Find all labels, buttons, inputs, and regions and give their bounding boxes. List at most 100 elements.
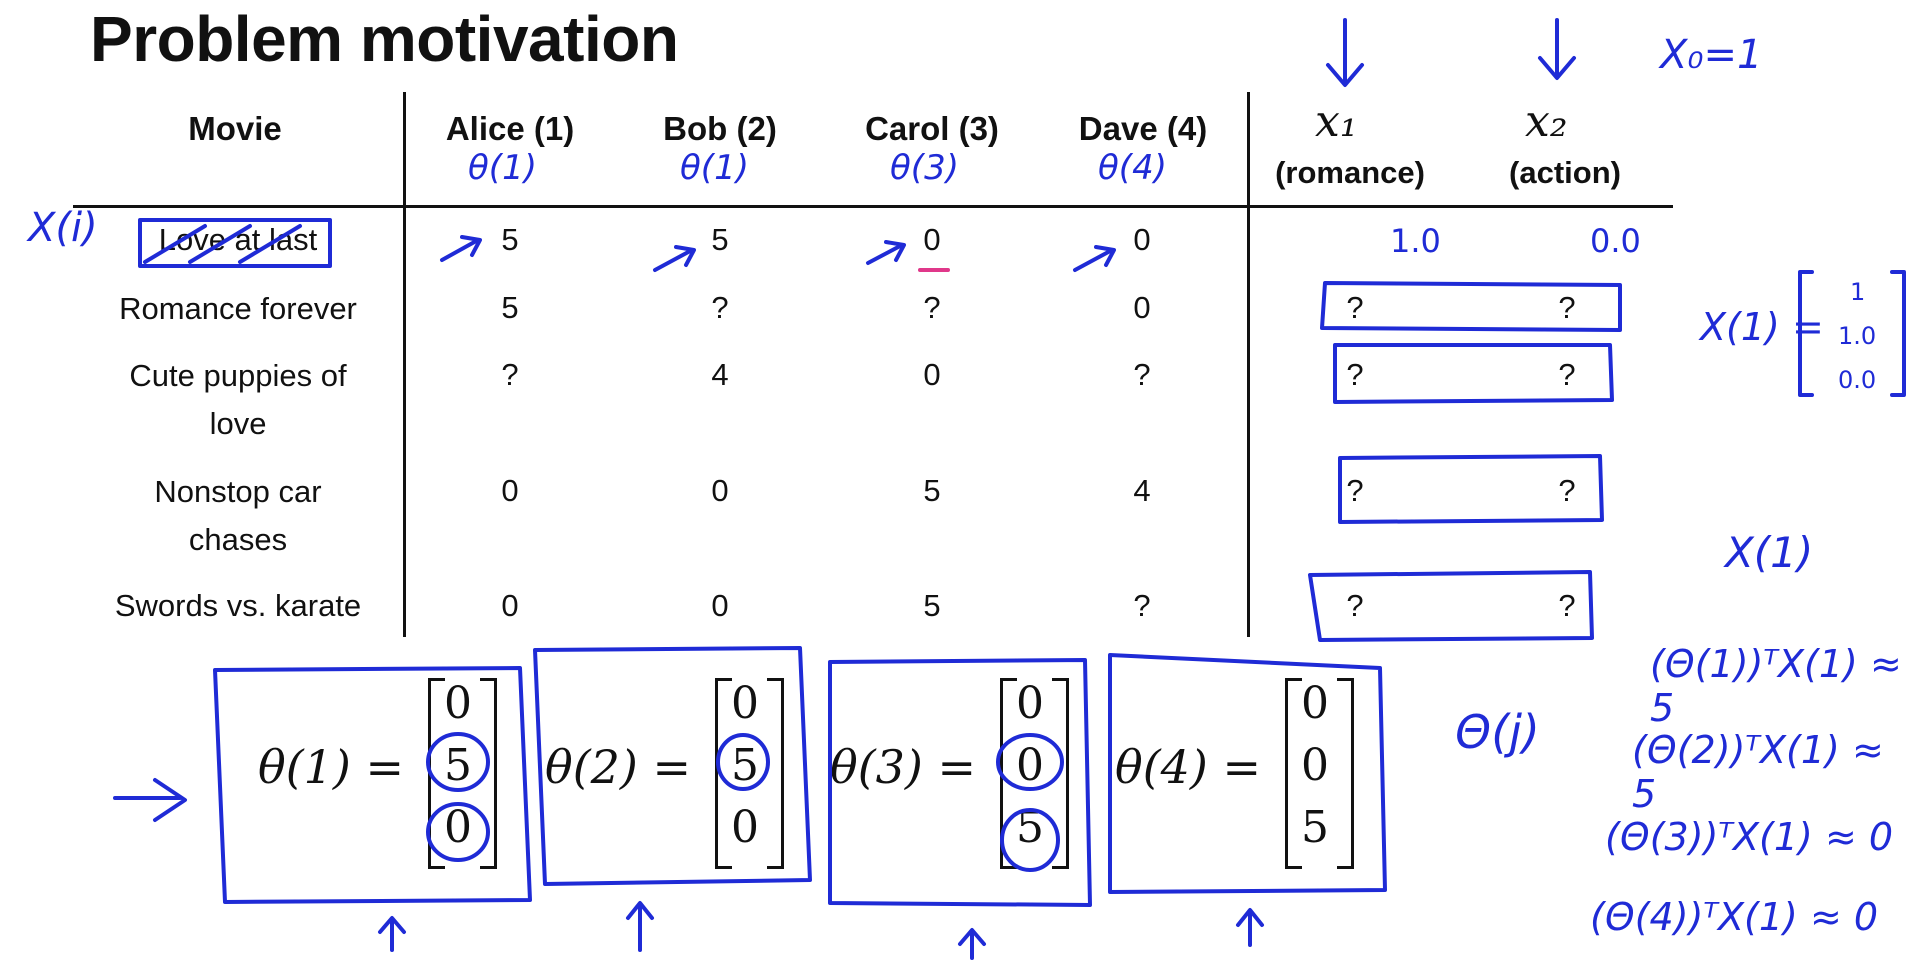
theta-label-carol: θ(3)	[890, 148, 959, 188]
table-divider-right	[1247, 92, 1250, 637]
feature-x1-label: (romance)	[1275, 155, 1425, 190]
pointer-arrow-icon	[653, 245, 696, 272]
product-annotation: (Θ(3))ᵀX(1) ≈ 0	[1605, 815, 1894, 859]
rating-cell: 5	[923, 473, 941, 508]
table-header-rule	[73, 205, 1673, 208]
feature-x2-label: (action)	[1509, 155, 1621, 190]
up-arrow-icon	[1236, 908, 1264, 947]
up-arrow-icon	[958, 928, 986, 960]
feature-box	[1308, 570, 1594, 642]
rating-cell: ?	[923, 290, 941, 325]
rating-cell: 0	[711, 588, 729, 623]
feature-x2-value: 0.0	[1590, 222, 1641, 260]
left-bracket	[1285, 678, 1302, 869]
product-annotation: (Θ(4))ᵀX(1) ≈ 0	[1590, 895, 1879, 939]
right-bracket	[1052, 678, 1069, 869]
x0-annotation: X₀=1	[1660, 32, 1763, 78]
feature-x1-value: 1.0	[1390, 222, 1441, 260]
rating-cell: 5	[501, 222, 519, 257]
rating-cell: 5	[711, 222, 729, 257]
up-arrow-icon	[378, 916, 406, 952]
rating-cell: 0	[923, 357, 941, 392]
strike-line	[143, 224, 302, 264]
theta-box	[533, 646, 812, 886]
rating-cell: 0	[923, 222, 941, 257]
theta-vector-2: θ(2) = 0 5 0	[545, 678, 785, 878]
rating-cell: 5	[923, 588, 941, 623]
entry-circle	[1000, 808, 1060, 872]
x1-vector-entry: 1	[1850, 278, 1866, 306]
right-bracket	[767, 678, 784, 869]
theta-label-dave: θ(4)	[1098, 148, 1167, 188]
down-arrow-icon	[1326, 18, 1364, 87]
entry-circle	[426, 732, 490, 792]
user-header-carol: Carol (3)	[865, 110, 999, 147]
entry-circle	[996, 733, 1064, 791]
x1-vector-bracket	[1890, 270, 1906, 397]
feature-x2-value: ?	[1558, 357, 1576, 392]
feature-box	[1333, 343, 1614, 404]
product-annotation: (Θ(1))ᵀX(1) ≈ 5	[1650, 642, 1902, 730]
rating-cell: ?	[1133, 357, 1151, 392]
theta-j-annotation: Θ(j)	[1455, 705, 1540, 759]
rating-cell: ?	[1133, 588, 1151, 623]
rating-cell: ?	[711, 290, 729, 325]
rating-cell: 0	[711, 473, 729, 508]
user-header-alice: Alice (1)	[445, 110, 575, 147]
feature-x1-symbol: x₁	[1315, 96, 1358, 147]
pointer-arrow-icon	[440, 235, 482, 262]
product-annotation: (Θ(2))ᵀX(1) ≈ 5	[1632, 728, 1884, 816]
theta-vector-lhs: θ(2) =	[545, 740, 692, 794]
rating-cell: ?	[501, 357, 519, 392]
rating-cell: 4	[1133, 473, 1151, 508]
feature-x1-value: ?	[1346, 588, 1364, 623]
movie-name: Nonstop car chases	[154, 474, 322, 557]
rating-cell: 0	[1133, 290, 1151, 325]
movie-name: Romance forever	[119, 291, 357, 326]
theta-vector-lhs: θ(1) =	[258, 740, 405, 794]
slide-title: Problem motivation	[90, 3, 679, 75]
theta-vector-lhs: θ(3) =	[830, 740, 977, 794]
rating-cell: 0	[501, 588, 519, 623]
vector-entry: 0	[731, 678, 759, 729]
x1-annotation: X(1)	[1725, 528, 1814, 577]
movie-name: Cute puppies of love	[129, 358, 347, 441]
feature-box	[1338, 454, 1604, 524]
rating-cell: 0	[1133, 222, 1151, 257]
pointer-arrow-icon	[1073, 245, 1116, 272]
feature-x1-value: ?	[1346, 473, 1364, 508]
theta-box	[828, 658, 1092, 907]
pointer-arrow-icon	[866, 240, 906, 265]
x1-vector-entry: 0.0	[1838, 366, 1877, 394]
feature-x1-value: ?	[1346, 357, 1364, 392]
x1-vector-bracket	[1798, 270, 1814, 397]
user-header-bob: Bob (2)	[663, 110, 777, 147]
rating-cell: 0	[501, 473, 519, 508]
vector-entry: 5	[444, 740, 472, 791]
feature-x2-symbol: x₂	[1525, 96, 1568, 147]
feature-x2-value: ?	[1558, 473, 1576, 508]
x1-vector-lhs: X(1) =	[1700, 305, 1824, 349]
down-arrow-icon	[1538, 18, 1576, 80]
vector-entry: 5	[1301, 802, 1329, 853]
theta-box	[213, 666, 532, 904]
right-bracket	[480, 678, 497, 869]
right-arrow-icon	[113, 778, 187, 822]
vector-entry: 0	[1301, 678, 1329, 729]
vector-entry: 0	[444, 802, 472, 853]
theta-label-bob: θ(1)	[680, 148, 749, 188]
entry-circle	[716, 733, 770, 791]
x1-vector-entry: 1.0	[1838, 322, 1877, 350]
vector-entry: 0	[444, 678, 472, 729]
feature-box	[1320, 281, 1622, 332]
theta-box	[1108, 653, 1387, 894]
vector-entry: 0	[1016, 740, 1044, 791]
movie-header: Movie	[188, 110, 282, 147]
feature-x2-value: ?	[1558, 290, 1576, 325]
user-header-dave: Dave (4)	[1078, 110, 1208, 147]
up-arrow-icon	[626, 901, 654, 952]
feature-x2-value: ?	[1558, 588, 1576, 623]
movie-box	[138, 218, 332, 268]
entry-circle	[426, 802, 490, 862]
